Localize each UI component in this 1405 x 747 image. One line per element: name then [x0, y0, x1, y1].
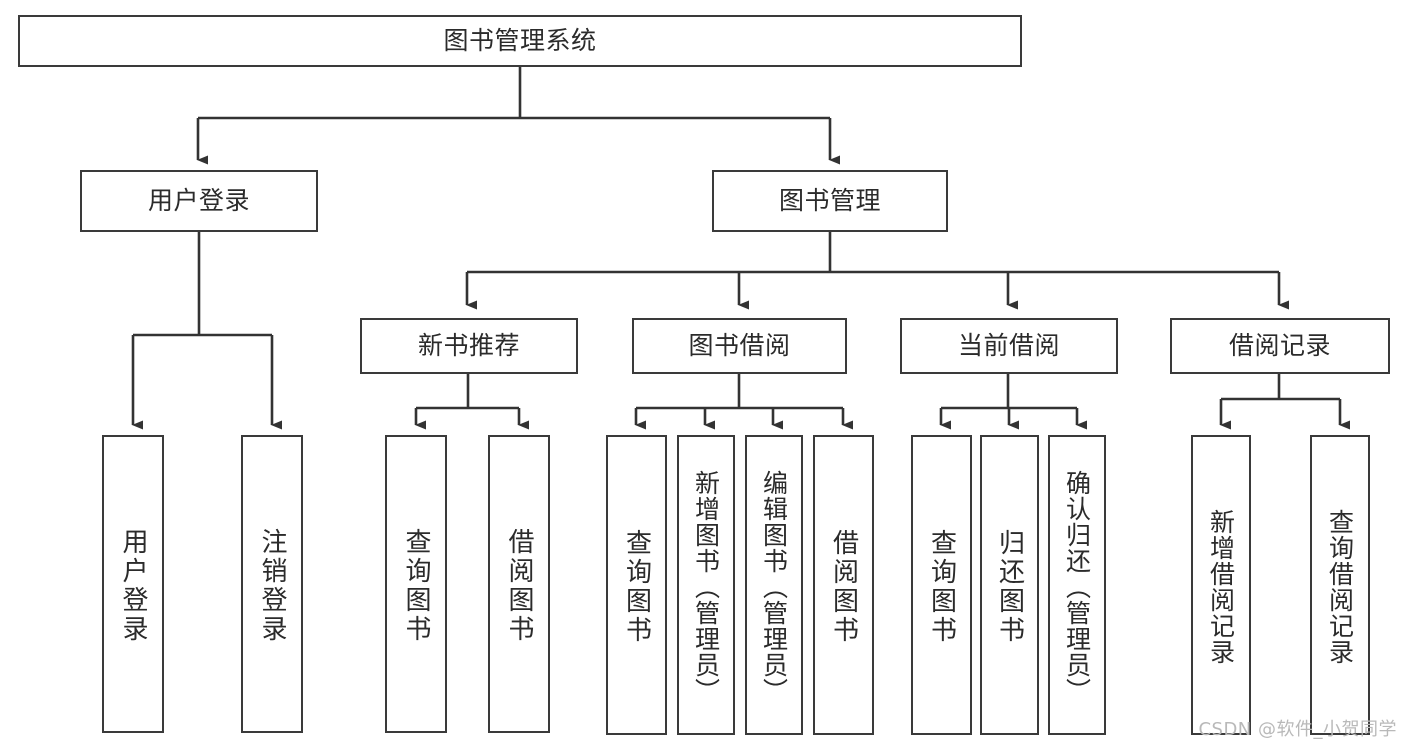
node-leaf-borrow-book-1-label: 借阅图书 — [504, 528, 534, 644]
node-leaf-logout-login[interactable]: 注销登录 — [241, 435, 303, 733]
node-leaf-query-book-3-label: 查询图书 — [926, 529, 957, 645]
node-leaf-query-book-1-label: 查询图书 — [401, 528, 431, 644]
node-borrow-record-label: 借阅记录 — [1228, 331, 1331, 361]
node-leaf-borrow-book-2[interactable]: 借阅图书 — [813, 435, 874, 735]
node-leaf-edit-book-label: 编辑图书（管理员） — [759, 470, 789, 704]
node-leaf-query-book-2[interactable]: 查询图书 — [606, 435, 667, 735]
node-leaf-user-login-label: 用户登录 — [118, 528, 148, 644]
node-new-book-rec-label: 新书推荐 — [417, 331, 520, 361]
node-leaf-return-book[interactable]: 归还图书 — [980, 435, 1039, 735]
node-new-book-rec[interactable]: 新书推荐 — [360, 318, 578, 374]
node-root[interactable]: 图书管理系统 — [18, 15, 1022, 67]
node-current-borrow[interactable]: 当前借阅 — [900, 318, 1118, 374]
node-leaf-query-book-1[interactable]: 查询图书 — [385, 435, 447, 733]
node-leaf-borrow-book-1[interactable]: 借阅图书 — [488, 435, 550, 733]
node-leaf-add-record[interactable]: 新增借阅记录 — [1191, 435, 1251, 735]
node-leaf-confirm-return-label: 确认归还（管理员） — [1062, 470, 1092, 704]
node-leaf-query-book-3[interactable]: 查询图书 — [911, 435, 972, 735]
node-leaf-add-book[interactable]: 新增图书（管理员） — [677, 435, 735, 735]
node-current-borrow-label: 当前借阅 — [957, 331, 1060, 361]
node-user-login[interactable]: 用户登录 — [80, 170, 318, 232]
node-leaf-add-record-label: 新增借阅记录 — [1206, 509, 1236, 665]
node-leaf-query-book-2-label: 查询图书 — [621, 529, 652, 645]
node-user-login-label: 用户登录 — [147, 186, 250, 216]
node-borrow-record[interactable]: 借阅记录 — [1170, 318, 1390, 374]
node-leaf-confirm-return[interactable]: 确认归还（管理员） — [1048, 435, 1106, 735]
node-book-manage-label: 图书管理 — [778, 186, 881, 216]
node-leaf-borrow-book-2-label: 借阅图书 — [828, 529, 859, 645]
node-leaf-logout-login-label: 注销登录 — [257, 528, 287, 644]
node-root-label: 图书管理系统 — [443, 26, 597, 56]
node-book-borrow[interactable]: 图书借阅 — [632, 318, 847, 374]
node-leaf-return-book-label: 归还图书 — [994, 529, 1025, 645]
node-leaf-user-login[interactable]: 用户登录 — [102, 435, 164, 733]
node-leaf-edit-book[interactable]: 编辑图书（管理员） — [745, 435, 803, 735]
node-leaf-add-book-label: 新增图书（管理员） — [691, 470, 721, 704]
node-book-manage[interactable]: 图书管理 — [712, 170, 948, 232]
node-leaf-query-record-label: 查询借阅记录 — [1325, 509, 1355, 665]
watermark-text: CSDN @软件_小贺同学 — [1198, 719, 1397, 740]
node-leaf-query-record[interactable]: 查询借阅记录 — [1310, 435, 1370, 735]
node-book-borrow-label: 图书借阅 — [688, 331, 791, 361]
